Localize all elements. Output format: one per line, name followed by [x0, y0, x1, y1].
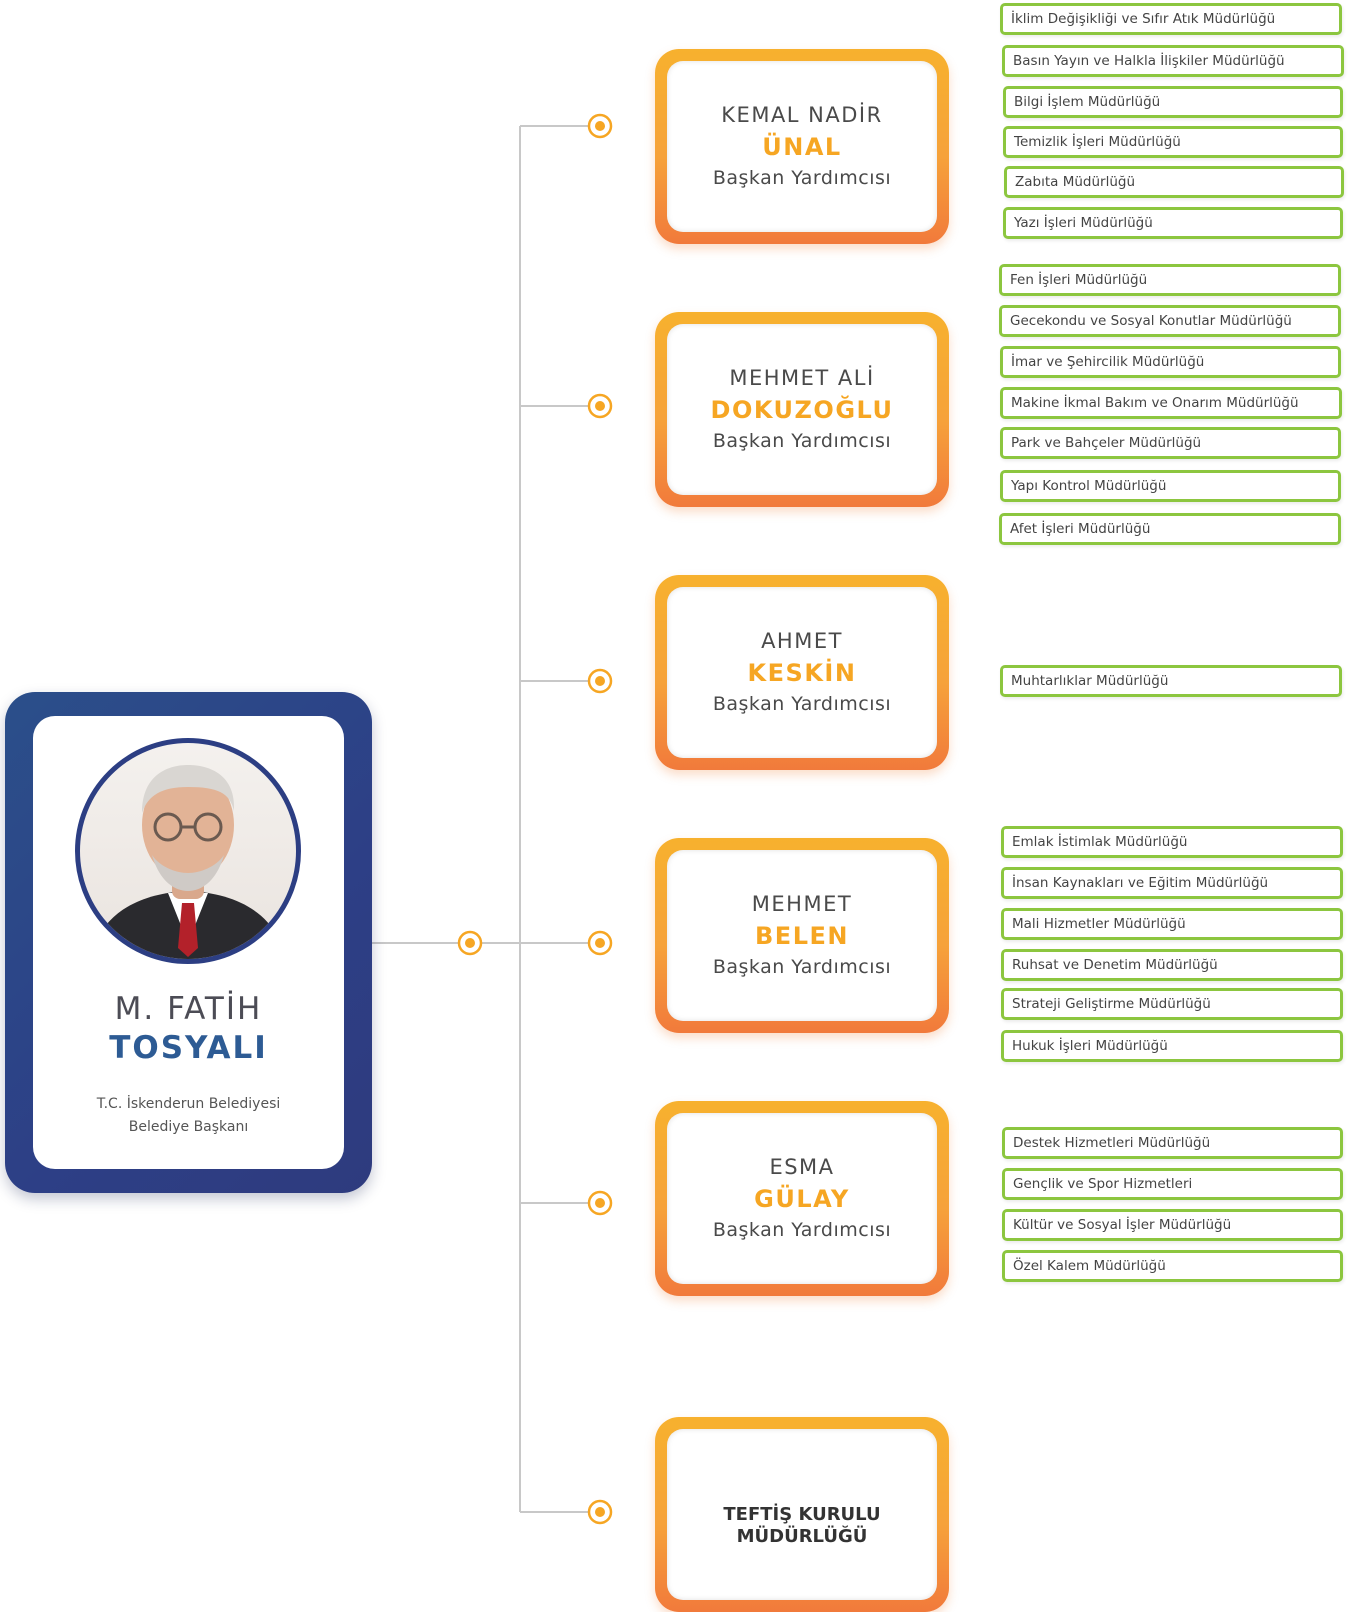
connector-node-icon: [587, 930, 613, 956]
deputy-card-inner: KEMAL NADİR ÜNAL Başkan Yardımcısı: [667, 61, 937, 232]
directorate-box: Afet İşleri Müdürlüğü: [999, 513, 1341, 545]
deputy-card-inner: MEHMET ALİ DOKUZOĞLU Başkan Yardımcısı: [667, 324, 937, 495]
directorate-box: Emlak İstimlak Müdürlüğü: [1001, 826, 1343, 858]
deputy-title: Başkan Yardımcısı: [712, 956, 892, 978]
mayor-organization: T.C. İskenderun Belediyesi: [96, 1096, 281, 1112]
mayor-card: M. FATİH TOSYALI T.C. İskenderun Belediy…: [5, 692, 372, 1193]
directorate-box: Mali Hizmetler Müdürlüğü: [1001, 908, 1343, 940]
directorate-box: Muhtarlıklar Müdürlüğü: [1000, 665, 1342, 697]
inspection-board-line2: MÜDÜRLÜĞÜ: [736, 1526, 868, 1547]
deputy-first-name: ESMA: [769, 1155, 835, 1179]
deputy-last-name: KESKİN: [747, 659, 857, 687]
directorate-box: İnsan Kaynakları ve Eğitim Müdürlüğü: [1001, 867, 1343, 899]
deputy-title: Başkan Yardımcısı: [712, 693, 892, 715]
directorate-box: Makine İkmal Bakım ve Onarım Müdürlüğü: [1000, 387, 1342, 419]
deputy-card-unal: KEMAL NADİR ÜNAL Başkan Yardımcısı: [655, 49, 949, 244]
directorate-box: Özel Kalem Müdürlüğü: [1002, 1250, 1343, 1282]
deputy-card-belen: MEHMET BELEN Başkan Yardımcısı: [655, 838, 949, 1033]
deputy-card-dokuzoglu: MEHMET ALİ DOKUZOĞLU Başkan Yardımcısı: [655, 312, 949, 507]
deputy-card-inner: ESMA GÜLAY Başkan Yardımcısı: [667, 1113, 937, 1284]
avatar: [75, 738, 301, 964]
directorate-box: Yazı İşleri Müdürlüğü: [1003, 207, 1343, 239]
inspection-board-inner: TEFTİŞ KURULU MÜDÜRLÜĞÜ: [667, 1429, 937, 1600]
deputy-title: Başkan Yardımcısı: [712, 430, 892, 452]
directorate-box: Temizlik İşleri Müdürlüğü: [1003, 126, 1343, 158]
inspection-board-label: TEFTİŞ KURULU MÜDÜRLÜĞÜ: [667, 1504, 937, 1548]
mayor-role: Belediye Başkanı: [128, 1119, 249, 1135]
mayor-last-name: TOSYALI: [109, 1030, 268, 1066]
inspection-board-line1: TEFTİŞ KURULU: [723, 1504, 881, 1525]
directorate-box: Gençlik ve Spor Hizmetleri: [1002, 1168, 1343, 1200]
directorate-box: Fen İşleri Müdürlüğü: [999, 264, 1341, 296]
inspection-board-card: TEFTİŞ KURULU MÜDÜRLÜĞÜ: [655, 1417, 949, 1612]
mayor-first-name: M. FATİH: [114, 991, 263, 1027]
deputy-card-keskin: AHMET KESKİN Başkan Yardımcısı: [655, 575, 949, 770]
deputy-last-name: ÜNAL: [762, 133, 842, 161]
directorate-box: Hukuk İşleri Müdürlüğü: [1001, 1030, 1343, 1062]
connector-node-icon: [587, 668, 613, 694]
connector-node-icon: [587, 393, 613, 419]
directorate-box: Kültür ve Sosyal İşler Müdürlüğü: [1002, 1209, 1343, 1241]
directorate-box: Zabıta Müdürlüğü: [1004, 166, 1344, 198]
deputy-card-inner: MEHMET BELEN Başkan Yardımcısı: [667, 850, 937, 1021]
deputy-first-name: MEHMET ALİ: [729, 366, 875, 390]
directorate-box: Ruhsat ve Denetim Müdürlüğü: [1001, 949, 1343, 981]
deputy-first-name: AHMET: [761, 629, 843, 653]
directorate-box: Gecekondu ve Sosyal Konutlar Müdürlüğü: [999, 305, 1341, 337]
connector-node-icon: [587, 1499, 613, 1525]
directorate-box: İklim Değişikliği ve Sıfır Atık Müdürlüğ…: [1000, 3, 1342, 35]
directorate-box: Basın Yayın ve Halkla İlişkiler Müdürlüğ…: [1002, 45, 1344, 77]
person-portrait-icon: [90, 765, 286, 959]
deputy-card-inner: AHMET KESKİN Başkan Yardımcısı: [667, 587, 937, 758]
connector-node-icon: [587, 1190, 613, 1216]
directorate-box: İmar ve Şehircilik Müdürlüğü: [1000, 346, 1341, 378]
connector-node-icon: [457, 930, 483, 956]
directorate-box: Yapı Kontrol Müdürlüğü: [1000, 470, 1341, 502]
connector-node-icon: [587, 113, 613, 139]
deputy-last-name: BELEN: [755, 922, 849, 950]
deputy-last-name: DOKUZOĞLU: [710, 396, 894, 424]
directorate-box: Bilgi İşlem Müdürlüğü: [1003, 86, 1343, 118]
deputy-last-name: GÜLAY: [754, 1185, 850, 1213]
deputy-card-gulay: ESMA GÜLAY Başkan Yardımcısı: [655, 1101, 949, 1296]
directorate-box: Strateji Geliştirme Müdürlüğü: [1001, 988, 1343, 1020]
deputy-first-name: MEHMET: [751, 892, 853, 916]
deputy-title: Başkan Yardımcısı: [712, 167, 892, 189]
deputy-title: Başkan Yardımcısı: [712, 1219, 892, 1241]
deputy-first-name: KEMAL NADİR: [721, 103, 883, 127]
directorate-box: Park ve Bahçeler Müdürlüğü: [1000, 427, 1341, 459]
mayor-card-inner: M. FATİH TOSYALI T.C. İskenderun Belediy…: [33, 716, 344, 1169]
directorate-box: Destek Hizmetleri Müdürlüğü: [1002, 1127, 1343, 1159]
